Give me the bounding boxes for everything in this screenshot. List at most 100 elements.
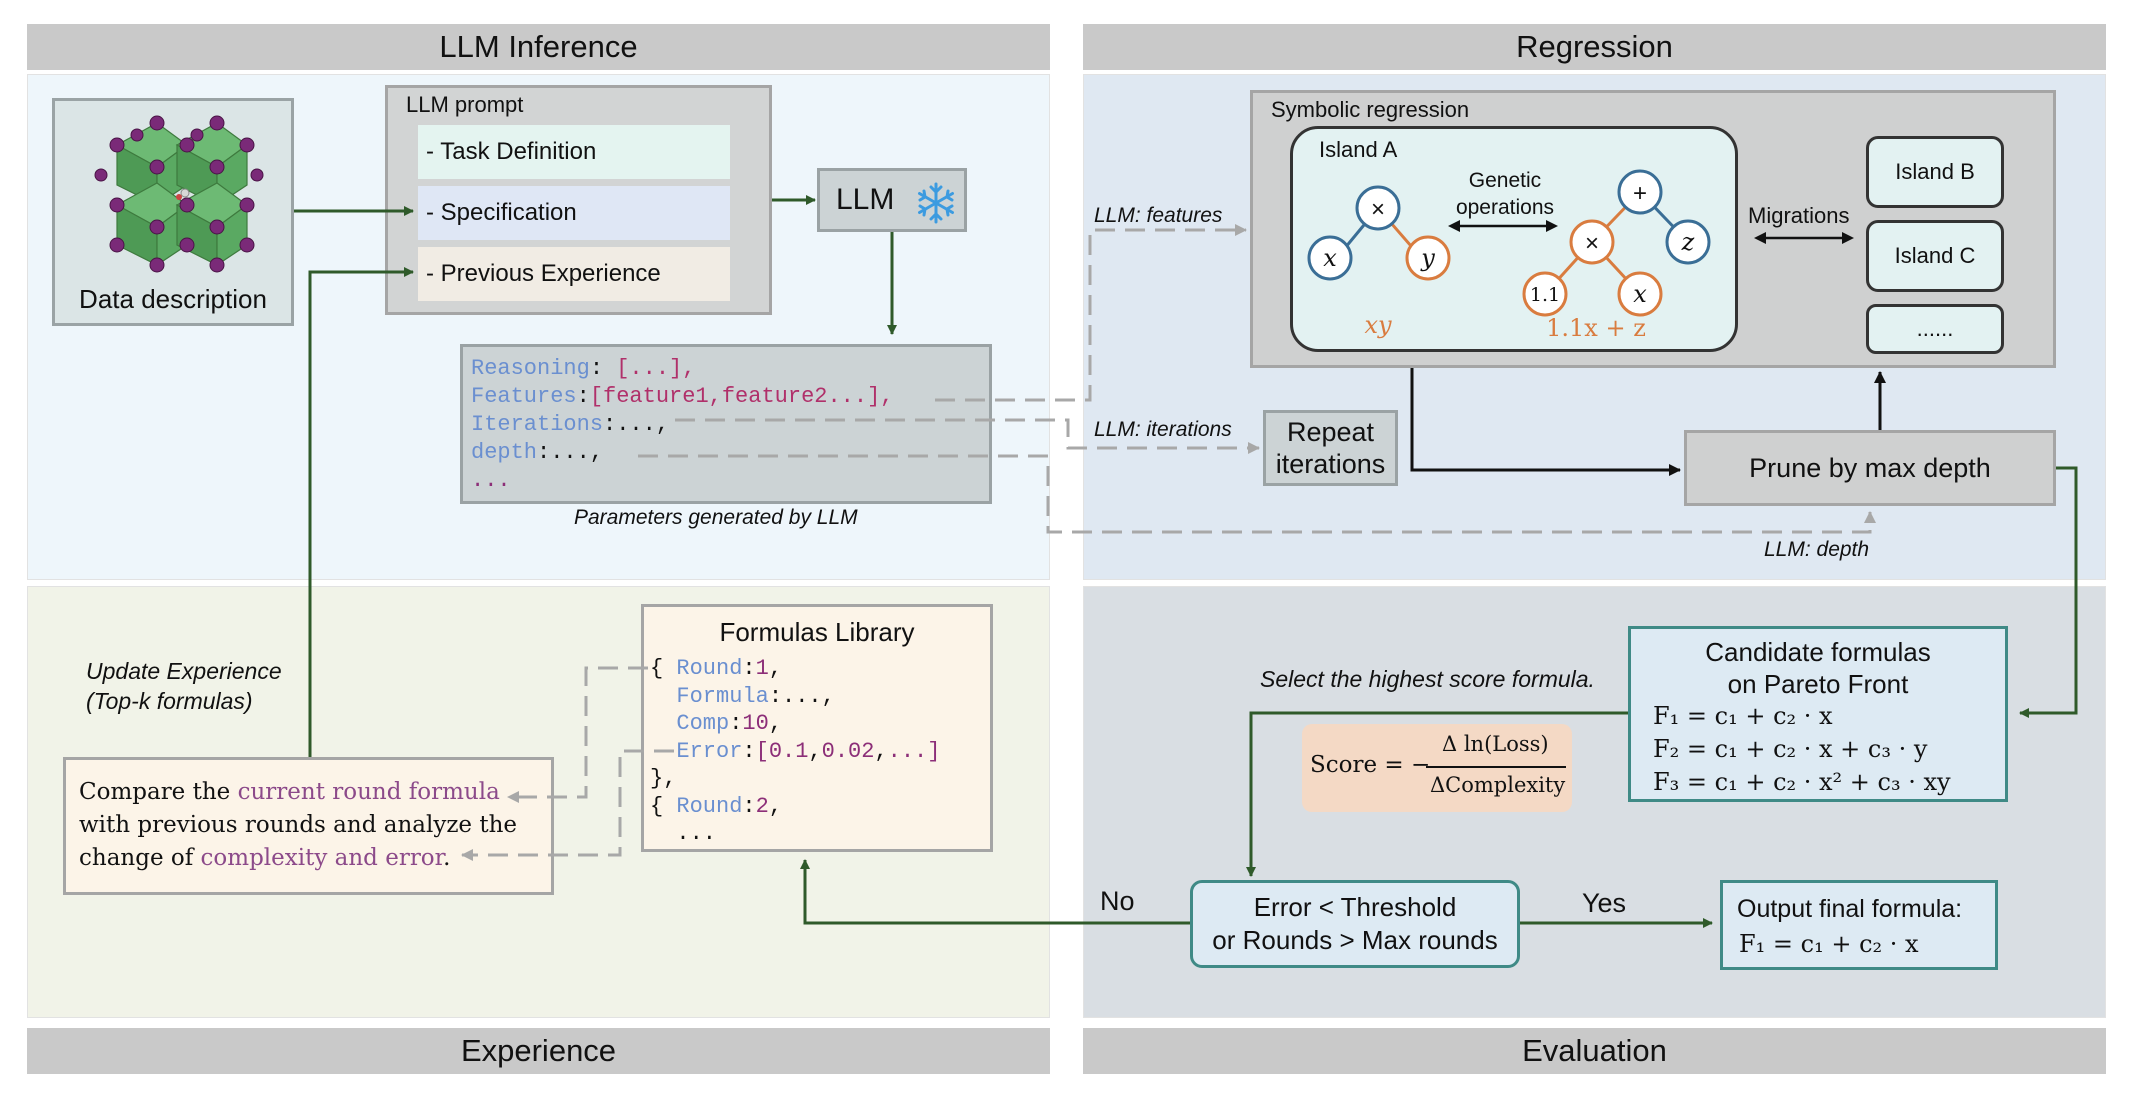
compare-line1: Compare the current round formula [79, 776, 551, 809]
llm-prompt-title: LLM prompt [406, 92, 524, 117]
edge-features-dashed [935, 224, 1247, 402]
island-a-box: Island A [1290, 126, 1738, 352]
data-description-box: Data description [52, 98, 294, 326]
island-a-label: Island A [1319, 137, 1398, 162]
parameter-line: Iterations:..., [471, 411, 893, 439]
prune-box: Prune by max depth [1684, 430, 2056, 506]
formula-library-line: { Round:1, [650, 655, 940, 683]
formula-library-line: Formula:..., [650, 683, 940, 711]
tree2-leaf2-node [1617, 271, 1663, 317]
compare-part1: Compare the [79, 779, 238, 805]
formula-library-token: Error [650, 738, 743, 764]
repeat-line1: Repeat [1286, 417, 1375, 447]
tree1-right-node [1405, 235, 1451, 281]
compare-highlight2: complexity and error [200, 845, 444, 871]
island-more-box: ...... [1866, 304, 2004, 354]
llm-prompt-box: LLM prompt - Task Definition - Specifica… [385, 85, 772, 315]
candidates-box: Candidate formulas on Pareto Front F₁ = … [1628, 626, 2008, 802]
tree2-root-label: + [1633, 180, 1647, 207]
edge-prune-to-candidates [2019, 466, 2078, 718]
tree1-left-label: x [1323, 244, 1337, 272]
parameter-separator: : [589, 356, 617, 381]
parameter-line: Reasoning: [...], [471, 355, 893, 383]
candidates-title2: on Pareto Front [1727, 669, 1909, 699]
formula-library-token: , [768, 711, 783, 736]
tree2-leaf2-label: x [1633, 280, 1647, 308]
tree1-expression: xy [1364, 311, 1392, 339]
formulas-library-box: Formulas Library { Round:1, Formula:...,… [641, 604, 993, 852]
tree1-right-label: y [1420, 244, 1435, 272]
genetic-operations-label: Genetic operations [1455, 169, 1555, 219]
formula-library-token: : [742, 793, 756, 819]
candidate-formula-3: F₃ = c₁ + c₂ · x² + c₃ · xy [1653, 768, 1951, 796]
edge-candidates-to-decision [1246, 711, 1628, 877]
tree1-left-node [1307, 235, 1353, 281]
formula-library-token: 1 [755, 656, 769, 681]
candidates-title1: Candidate formulas [1705, 637, 1931, 667]
parameters-caption: Parameters generated by LLM [574, 506, 858, 529]
llm-label: LLM [836, 183, 895, 216]
repeat-iterations-box: Repeat iterations [1263, 410, 1398, 486]
llm-depth-label: LLM: depth [1764, 538, 1870, 561]
formula-library-token: , [874, 738, 888, 764]
tree1-root-label: × [1371, 196, 1385, 223]
compare-line2: with previous rounds and analyze the [79, 812, 518, 838]
prompt-item-previous-experience: - Previous Experience [418, 247, 730, 301]
parameter-line: ... [471, 467, 893, 495]
update-experience-line1: Update Experience [86, 658, 282, 684]
snowflake-icon [918, 182, 954, 224]
decision-box: Error < Threshold or Rounds > Max rounds [1190, 880, 1520, 968]
parameters-box: Reasoning: [...],Features:[feature1,feat… [460, 344, 992, 504]
compare-box: Compare the current round formula with p… [63, 757, 554, 895]
score-numerator: Δ ln(Loss) [1442, 732, 1549, 756]
formula-library-line: ... [650, 820, 940, 848]
formula-library-token: , [768, 656, 783, 681]
edge-depth-dashed [638, 454, 1876, 534]
formula-library-token: : [742, 656, 756, 681]
parameter-value: ... [471, 468, 511, 493]
parameter-key: Reasoning [471, 356, 590, 381]
output-box: Output final formula: F₁ = c₁ + c₂ · x [1720, 880, 1998, 970]
repeat-line2: iterations [1275, 449, 1386, 479]
output-formula: F₁ = c₁ + c₂ · x [1739, 930, 1919, 958]
tree2-right-node [1665, 219, 1711, 265]
decision-yes-label: Yes [1582, 888, 1627, 918]
evaluation-banner: Evaluation [1083, 1028, 2106, 1074]
candidate-formula-1: F₁ = c₁ + c₂ · x [1653, 702, 1833, 730]
formula-library-line: }, [650, 765, 940, 793]
island-c-box: Island C [1866, 220, 2004, 292]
tree2-leaf1-node [1522, 271, 1568, 317]
tree1-root-node [1355, 185, 1401, 231]
formula-library-token: }, [650, 766, 677, 791]
formula-library-token: ... [650, 821, 717, 846]
migrations-arrow [1754, 232, 1854, 244]
formula-library-token: : [742, 738, 756, 764]
compare-line3: change of complexity and error. [79, 842, 551, 875]
edge-regression-to-prune [1410, 368, 1681, 476]
prompt-item-specification: - Specification [418, 186, 730, 240]
parameter-line: depth:..., [471, 439, 893, 467]
formula-library-token: 2 [755, 793, 769, 819]
decision-line2: or Rounds > Max rounds [1212, 925, 1498, 955]
formula-library-line: { Round:2, [650, 793, 940, 821]
edge-iterations-dashed [675, 418, 1260, 454]
score-lhs: Score = − [1310, 752, 1431, 778]
formula-library-token: Formula [650, 683, 769, 709]
formula-library-token: ...] [887, 738, 941, 764]
migrations-label: Migrations [1748, 203, 1850, 228]
select-highest-label: Select the highest score formula. [1260, 666, 1595, 692]
edge-library-to-compare1 [507, 666, 648, 803]
tree2-right-label: z [1681, 228, 1695, 256]
formula-library-token: , [768, 793, 783, 819]
crystal-structure-icon [94, 115, 264, 273]
llm-box: LLM [817, 168, 967, 232]
formula-library-line: Comp:10, [650, 710, 940, 738]
formula-library-token: : [729, 711, 743, 736]
parameter-key: Iterations [471, 412, 604, 437]
edge-library-to-compare2 [461, 749, 674, 861]
compare-part3: change of [79, 845, 201, 871]
tree2-mid-node [1569, 219, 1615, 265]
formulas-library-title: Formulas Library [719, 617, 915, 647]
